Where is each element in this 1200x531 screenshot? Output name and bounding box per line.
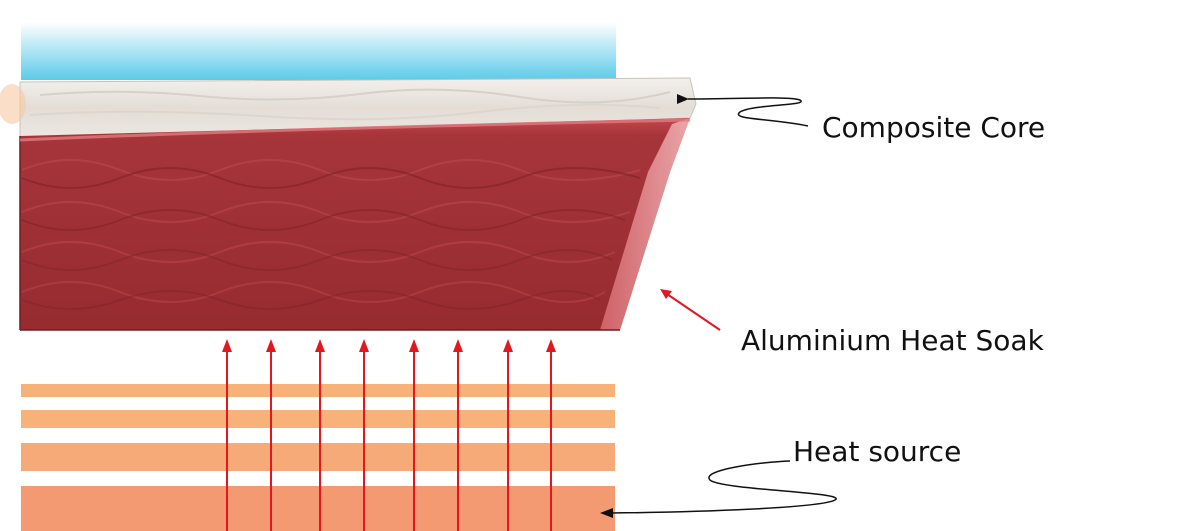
heat-band (21, 486, 615, 531)
sky-layer (21, 22, 616, 80)
heat-arrow-head (546, 339, 556, 352)
aluminium-edge (600, 118, 690, 330)
composite-core-pointer (676, 94, 809, 127)
core-texture (39, 88, 671, 104)
heat-source-pointer (611, 460, 837, 514)
composite-core-label: Composite Core (822, 111, 1046, 144)
heat-band (21, 410, 615, 428)
heat-band (21, 443, 615, 471)
heat-arrow-head (222, 339, 232, 352)
core-glow (0, 84, 26, 124)
heat-arrow-head (453, 339, 463, 352)
heat-arrow-head (409, 339, 419, 352)
core-texture (29, 103, 661, 121)
heat-source-pointer-head (600, 508, 613, 518)
aluminium-pointer-head (660, 289, 672, 299)
heat-source-label: Heat source (793, 435, 962, 468)
heat-arrow-head (315, 339, 325, 352)
aluminium-pointer (663, 291, 721, 331)
aluminium-wave-texture (21, 159, 641, 310)
heat-arrow-head (266, 339, 276, 352)
heat-arrow-head (359, 339, 369, 352)
aluminium-heat-soak-label: Aluminium Heat Soak (741, 324, 1044, 357)
heat-band (21, 384, 615, 397)
heat-arrow-head (503, 339, 513, 352)
heat-arrows (222, 339, 556, 531)
aluminium-top-highlight (19, 118, 691, 142)
